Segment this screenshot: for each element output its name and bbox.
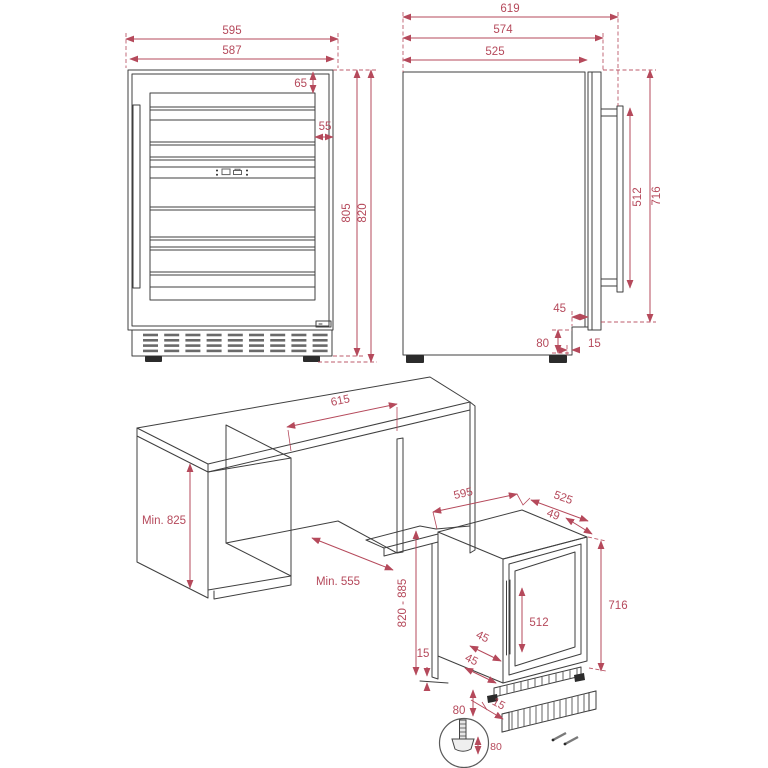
left-cabinet bbox=[136, 435, 292, 600]
dim-install-width: 595 bbox=[453, 486, 474, 502]
dim-clearance-top: 45 bbox=[474, 629, 491, 645]
control-panel-icons bbox=[216, 168, 248, 176]
side-door bbox=[571, 71, 602, 331]
dim-side-door-height: 716 bbox=[651, 186, 663, 205]
appliance bbox=[437, 509, 588, 703]
dim-front-top-clearance: 65 bbox=[294, 78, 307, 90]
mounting-screws bbox=[551, 731, 579, 746]
side-feet bbox=[406, 355, 567, 363]
cabinet-dimensions: 615 Min. 825 Min. 555 bbox=[142, 393, 398, 589]
dim-side-depth-with-door: 574 bbox=[493, 24, 513, 36]
appliance-door bbox=[502, 536, 588, 684]
dim-side-recess-depth: 45 bbox=[553, 303, 566, 315]
dim-install-door-overhang: 49 bbox=[545, 507, 561, 523]
foot-detail-circle: 80 bbox=[438, 717, 502, 768]
front-door-outline bbox=[127, 69, 334, 331]
dim-side-depth-total: 619 bbox=[500, 3, 519, 15]
dim-counter-height-min: Min. 825 bbox=[142, 515, 186, 527]
install-side-panel bbox=[419, 541, 449, 684]
worktop bbox=[136, 376, 471, 473]
loose-vent-grille bbox=[501, 690, 597, 733]
install-view: 80 595 525 49 820 - 885 716 512 15 45 bbox=[365, 486, 628, 768]
front-vent-grille bbox=[131, 329, 333, 357]
front-nameplate bbox=[315, 320, 332, 328]
dim-install-plinth-height: 80 bbox=[453, 705, 466, 717]
front-dimensions: 595 587 65 55 805 820 bbox=[125, 25, 377, 363]
dim-panel-floor-gap: 15 bbox=[417, 648, 430, 660]
side-dimensions: 619 574 525 716 512 45 80 15 bbox=[402, 3, 663, 357]
appliance-feet bbox=[487, 673, 585, 703]
right-end-panel bbox=[469, 401, 476, 554]
adjustable-foot bbox=[451, 719, 475, 752]
dim-side-plinth-height: 80 bbox=[536, 338, 549, 350]
dim-niche-depth-min: Min. 555 bbox=[316, 576, 360, 588]
dim-install-height: 716 bbox=[608, 600, 627, 612]
dim-front-side-clearance: 55 bbox=[319, 121, 332, 133]
install-counter-piece bbox=[365, 525, 471, 557]
control-panel bbox=[149, 166, 316, 179]
dim-clearance-bottom: 45 bbox=[463, 652, 480, 668]
front-view: 595 587 65 55 805 820 bbox=[125, 25, 377, 363]
front-feet bbox=[145, 356, 320, 362]
side-door-handle bbox=[600, 105, 624, 293]
dim-side-depth-body: 525 bbox=[485, 46, 504, 58]
install-dimensions: 595 525 49 820 - 885 716 512 15 45 45 80 bbox=[397, 486, 628, 720]
cabinet-view: 615 Min. 825 Min. 555 bbox=[136, 376, 476, 600]
niche-opening bbox=[225, 424, 404, 577]
dim-side-handle-length: 512 bbox=[632, 187, 644, 206]
dim-front-height-body: 805 bbox=[341, 203, 353, 222]
dim-niche-width: 615 bbox=[330, 393, 351, 409]
dim-grille-inset: 15 bbox=[490, 696, 507, 713]
side-view: 619 574 525 716 512 45 80 15 bbox=[402, 3, 663, 363]
dim-install-niche-height: 820 - 885 bbox=[397, 579, 409, 628]
appliance-door-handle bbox=[506, 579, 511, 656]
front-door-handle bbox=[132, 104, 141, 289]
dim-install-handle-length: 512 bbox=[529, 617, 548, 629]
appliance-vent-grille bbox=[493, 666, 582, 698]
dim-side-foot-inset: 15 bbox=[588, 338, 601, 350]
appliance-top-face bbox=[437, 509, 588, 560]
dim-front-height-total: 820 bbox=[357, 203, 369, 222]
dim-install-depth: 525 bbox=[552, 489, 574, 507]
dim-front-width-total: 595 bbox=[222, 25, 241, 37]
dim-front-width-door: 587 bbox=[222, 45, 241, 57]
front-glass-and-shelves bbox=[149, 92, 316, 301]
dim-foot-height: 80 bbox=[490, 741, 502, 753]
